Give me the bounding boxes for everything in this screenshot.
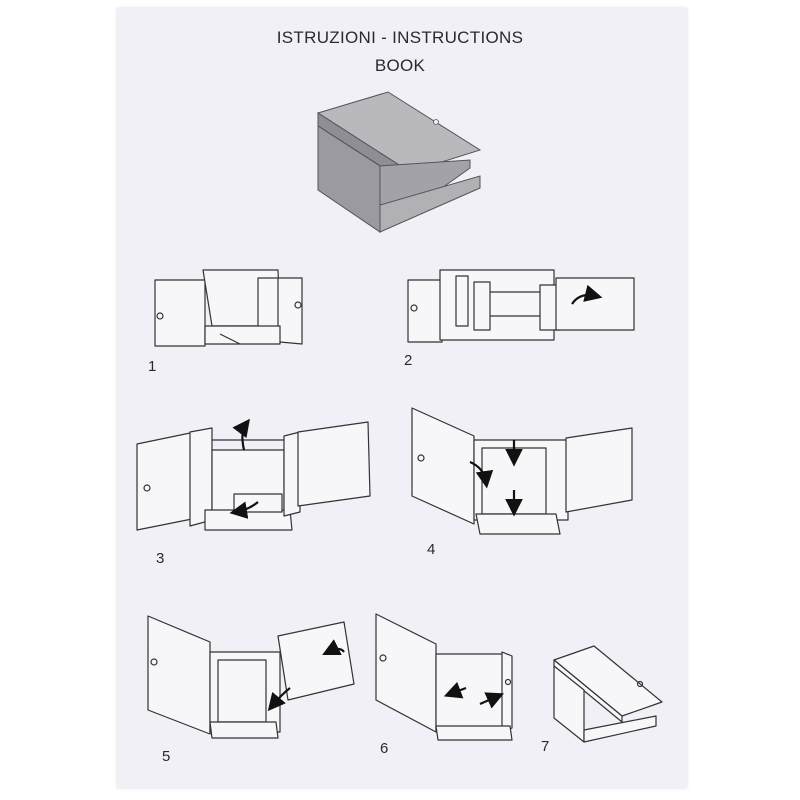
- step-7-diagram: [553, 645, 663, 743]
- step-2-diagram: [407, 269, 635, 343]
- step-5-diagram: [147, 615, 355, 739]
- finished-box-illustration: [316, 91, 482, 233]
- step-1-number: 1: [148, 358, 157, 375]
- step-4-diagram: [411, 407, 633, 535]
- step-5-number: 5: [162, 748, 171, 765]
- step-7-number: 7: [541, 738, 550, 755]
- step-3-number: 3: [156, 550, 165, 567]
- step-6-number: 6: [380, 740, 389, 757]
- step-4-number: 4: [427, 541, 436, 558]
- product-name: BOOK: [374, 56, 426, 75]
- step-2-number: 2: [404, 352, 413, 369]
- step-3-diagram: [136, 418, 371, 531]
- instructions-title: ISTRUZIONI - INSTRUCTIONS: [276, 28, 524, 47]
- step-1-diagram: [154, 269, 303, 347]
- step-6-diagram: [375, 613, 513, 741]
